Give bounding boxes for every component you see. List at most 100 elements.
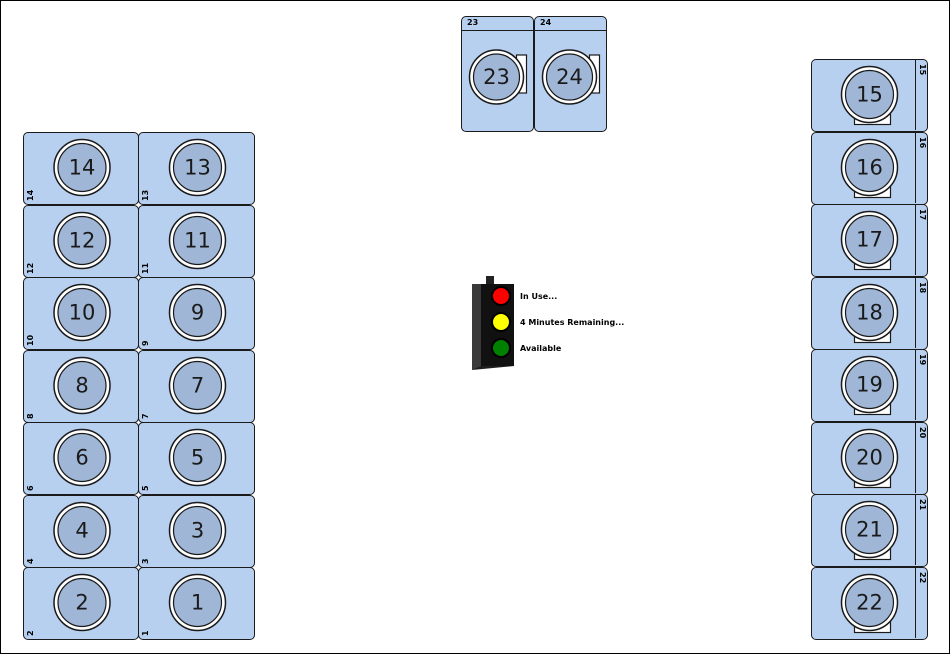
machine-number: 22 [856,590,883,614]
washer-door-icon: 7 [168,356,227,414]
machine-number: 1 [191,591,204,615]
machine-tag: 2 [26,630,35,636]
machine-number: 2 [75,591,88,615]
machine-21[interactable]: 21 21 [811,494,928,567]
machine-number: 17 [856,228,883,252]
machine-number: 13 [184,156,211,180]
washer-door-icon: 4 [53,501,111,559]
washer-door-icon: 22 [840,573,899,633]
machine-12[interactable]: 12 12 [23,204,139,278]
machine-10[interactable]: 10 10 [23,277,139,350]
machine-11[interactable]: 11 11 [138,204,255,278]
machine-tag: 7 [141,412,150,419]
machine-tag: 21 [918,499,927,511]
washer-door-icon: 16 [840,138,899,198]
machine-13[interactable]: 13 13 [138,132,255,205]
washer-door-icon: 19 [840,355,899,416]
machine-number: 6 [75,446,88,470]
washer-door-icon: 14 [53,138,111,197]
machine-tag: 3 [141,557,150,564]
machine-tag: 16 [918,136,927,148]
machine-tag: 14 [26,189,35,201]
machine-tag: 20 [918,426,927,438]
machine-tag: 5 [141,485,150,491]
machine-number: 7 [191,373,204,397]
machine-tag: 22 [918,571,927,583]
machine-number: 24 [556,65,583,89]
machine-tag: 11 [141,262,150,274]
washer-door-icon: 8 [53,356,111,414]
washer-door-icon: 2 [53,573,111,632]
washer-door-icon: 13 [168,138,227,197]
washer-door-icon: 23 [468,49,528,105]
washer-door-icon: 3 [168,501,227,559]
machine-number: 16 [856,155,883,179]
washer-door-icon: 11 [168,211,227,269]
machine-number: 15 [856,83,883,107]
machine-number: 12 [69,228,96,252]
machine-number: 5 [191,446,204,470]
machine-tag: 9 [141,340,150,346]
washer-door-icon: 1 [168,573,227,632]
washer-door-icon: 24 [541,49,601,105]
machine-tag: 13 [141,189,150,201]
machine-number: 14 [69,156,96,180]
machine-tag: 8 [26,412,35,419]
yellow-light-icon [491,312,511,332]
machine-number: 4 [75,518,88,542]
machine-number: 9 [191,301,204,325]
machine-tag: 10 [26,334,35,346]
machine-number: 10 [69,301,96,325]
machine-tag: 18 [918,281,927,293]
machine-14[interactable]: 14 14 [23,132,139,205]
machine-number: 21 [856,518,883,542]
traffic-light-icon [472,276,514,370]
red-light-icon [491,286,511,306]
machine-number: 20 [856,445,883,469]
machine-tag: 23 [467,18,479,27]
machine-tag: 17 [918,209,927,221]
machine-22[interactable]: 22 22 [811,566,928,640]
washer-door-icon: 17 [840,210,899,271]
machine-number: 8 [75,373,88,397]
machine-number: 11 [184,228,211,252]
washer-door-icon: 12 [53,211,111,269]
washer-door-icon: 10 [53,283,111,342]
machine-number: 19 [856,373,883,397]
machine-number: 23 [483,65,510,89]
legend-available: Available [520,344,562,353]
washer-door-icon: 6 [53,428,111,487]
washer-door-icon: 20 [840,428,899,488]
machine-tag: 12 [26,262,35,274]
washer-door-icon: 9 [168,283,227,342]
machine-tag: 19 [918,354,927,366]
legend-in-use: In Use... [520,292,558,301]
legend-minutes-remaining: 4 Minutes Remaining... [520,318,625,327]
machine-tag: 1 [141,630,150,636]
status-legend: In Use... 4 Minutes Remaining... Availab… [470,276,630,371]
green-light-icon [491,338,511,358]
washer-door-icon: 21 [840,500,899,561]
machine-number: 18 [856,300,883,324]
machine-tag: 6 [26,485,35,491]
machine-23[interactable]: 23 23 [461,16,534,132]
machine-tag: 15 [918,64,927,76]
washer-door-icon: 18 [840,283,899,343]
machine-tag: 4 [26,557,35,564]
